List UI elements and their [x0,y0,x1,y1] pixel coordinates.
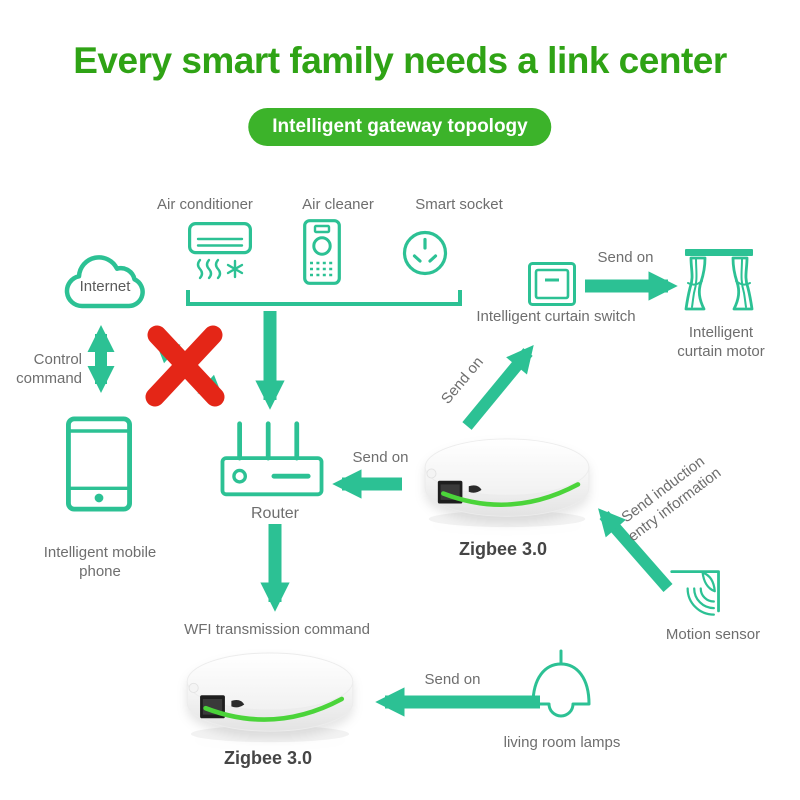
smartphone-icon [66,416,132,512]
send-on-lamps-label: Send on [424,671,481,688]
air-cleaner-label: Air cleaner [302,196,374,213]
page-title: Every smart family needs a link center [73,40,727,81]
wifi-router-icon [218,420,326,500]
zigbee-main-label: Zigbee 3.0 [458,539,548,559]
control-command-label: Control command [16,351,82,388]
motion-sensor-icon [664,566,730,624]
zigbee-gateway-puck-icon [416,426,598,531]
send-on-motor-label: Send on [597,249,654,266]
air-cleaner-icon [303,219,341,285]
mobile-phone-label: Intelligent mobile phone [43,544,157,581]
curtain-switch-label: Intelligent curtain switch [476,308,636,325]
smart-socket-label: Smart socket [415,196,503,213]
living-room-lamps-label: living room lamps [503,734,621,751]
red-cross-icon [145,325,225,407]
zigbee-secondary-label: Zigbee 3.0 [223,748,313,768]
curtain-motor-label: Intelligent curtain motor [677,324,765,361]
router-label: Router [250,505,300,522]
zigbee-gateway-puck-icon [178,640,362,746]
internet-cloud-icon [55,236,155,322]
air-conditioner-label: Air conditioner [157,196,253,213]
arrow-motion-to-gateway [598,508,673,592]
internet-label: Internet [79,278,131,295]
devices-bracket [186,290,462,306]
curtain-wall-switch-icon [528,262,576,306]
air-conditioner-icon [188,222,252,282]
wifi-transmission-label: WFI transmission command [184,621,370,638]
curtain-motor-icon [684,246,754,318]
arrow-gateway-to-switch [462,345,534,430]
motion-sensor-label: Motion sensor [665,626,761,643]
send-on-router-label: Send on [352,449,409,466]
pendant-lamp-icon [516,646,606,724]
smart-socket-icon [401,229,449,277]
topology-badge: Intelligent gateway topology [248,108,552,146]
